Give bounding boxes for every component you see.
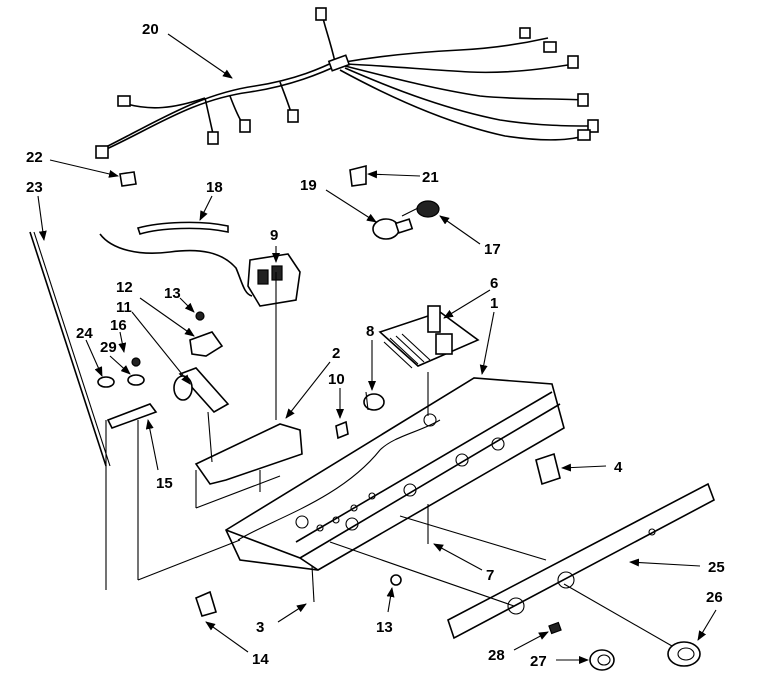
assembly-lines <box>105 372 673 647</box>
knob-part <box>589 649 615 671</box>
callout-17: 17 <box>484 241 501 258</box>
callout-13: 13 <box>164 285 181 302</box>
callout-23: 23 <box>26 179 43 196</box>
callout-18: 18 <box>206 179 223 196</box>
knob-part <box>667 641 701 667</box>
wiring-harness-part <box>95 7 599 159</box>
mounting-bracket-part <box>194 423 303 485</box>
screw-part <box>311 565 315 603</box>
clip-part <box>195 590 217 617</box>
callout-16: 16 <box>110 317 127 334</box>
clip-part <box>349 164 367 187</box>
callout-12: 12 <box>116 279 133 296</box>
callout-21: 21 <box>422 169 439 186</box>
callout-15: 15 <box>156 475 173 492</box>
callout-20: 20 <box>142 21 159 38</box>
callout-27: 27 <box>530 653 547 670</box>
callout-26: 26 <box>706 589 723 606</box>
thermostat-part <box>99 233 301 420</box>
callout-4: 4 <box>614 459 623 476</box>
callout-22: 22 <box>26 149 43 166</box>
washer-part <box>97 357 145 388</box>
callout-9: 9 <box>270 227 278 244</box>
retainer-clip-part <box>535 452 561 486</box>
socket-part <box>401 200 440 218</box>
callout-2: 2 <box>332 345 340 362</box>
callout-28: 28 <box>488 647 505 664</box>
callout-3: 3 <box>256 619 264 636</box>
callout-labels: 20 22 23 18 21 19 17 9 6 1 12 13 11 16 2… <box>26 21 725 670</box>
callout-29: 29 <box>100 339 117 356</box>
callout-1: 1 <box>490 295 498 312</box>
callout-6: 6 <box>490 275 498 292</box>
control-board-part <box>378 305 480 369</box>
tube-part <box>136 221 229 235</box>
callout-24: 24 <box>76 325 93 342</box>
nut-part <box>390 574 402 586</box>
screw-part <box>335 420 349 440</box>
lamp-socket-part <box>363 391 385 411</box>
callout-13b: 13 <box>376 619 393 636</box>
bracket-part <box>106 403 158 429</box>
housing-part <box>224 377 565 571</box>
callout-19: 19 <box>300 177 317 194</box>
callout-7: 7 <box>486 567 494 584</box>
rod-part <box>29 231 111 467</box>
button-part <box>548 621 562 635</box>
callout-10: 10 <box>328 371 345 388</box>
callout-8: 8 <box>366 323 374 340</box>
leader-lines <box>37 33 717 664</box>
callout-11: 11 <box>116 299 132 316</box>
control-panel-part <box>447 482 715 640</box>
callout-25: 25 <box>708 559 725 576</box>
connector-part <box>119 171 137 187</box>
light-bulb-part <box>372 218 414 240</box>
callout-14: 14 <box>252 651 269 668</box>
